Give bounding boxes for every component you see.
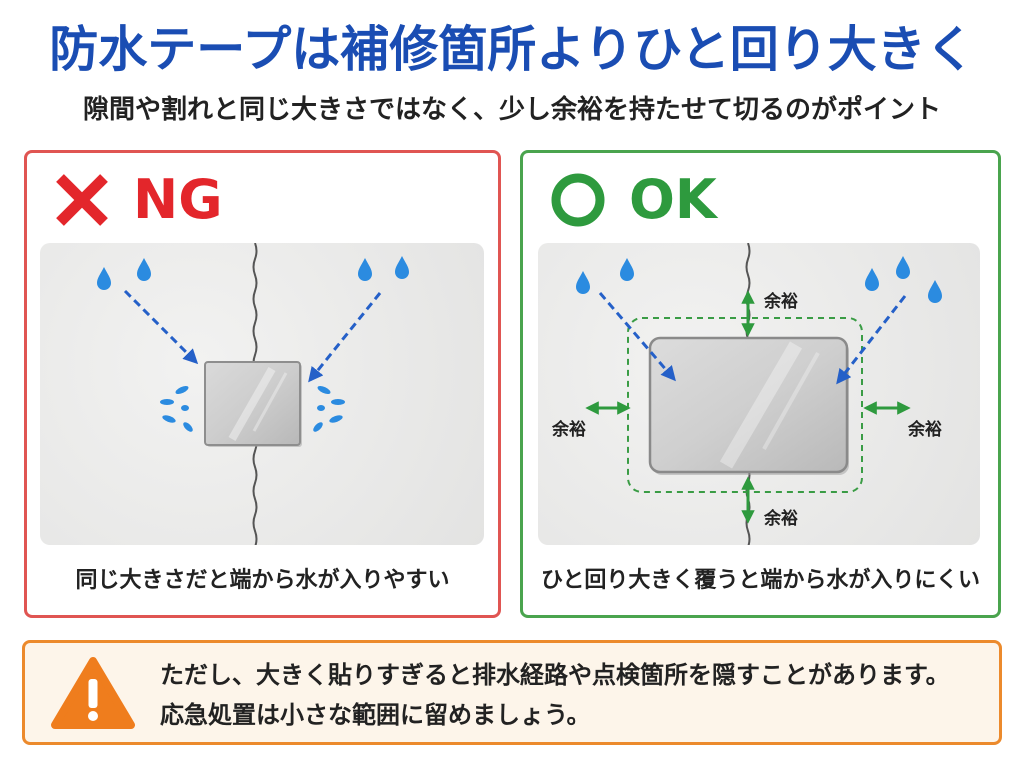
margin-label-bottom: 余裕: [763, 508, 798, 529]
water-drop: [576, 271, 590, 294]
margin-label-right: 余裕: [907, 419, 942, 440]
warning-text: ただし、大きく貼りすぎると排水経路や点検箇所を隠すことがあります。 応急処置は小…: [160, 655, 950, 735]
page-title: 防水テープは補修箇所よりひと回り大きく: [49, 21, 975, 78]
ok-panel: OK: [520, 150, 1001, 618]
margin-label-left: 余裕: [551, 419, 586, 440]
page-subtitle: 隙間や割れと同じ大きさではなく、少し余裕を持たせて切るのがポイント: [82, 95, 941, 125]
ng-panel: NG: [24, 150, 501, 618]
water-flow-arrow: [836, 295, 907, 385]
water-splash: [313, 385, 345, 432]
tape-patch: [648, 336, 849, 475]
water-drop: [896, 256, 910, 279]
ok-wall-illustration: 余裕 余裕 余裕 余裕: [538, 243, 980, 545]
water-drop: [928, 280, 942, 303]
ok-caption: ひと回り大きく覆うと端から水が入りにくい: [541, 568, 980, 593]
ng-wall-illustration: [40, 243, 484, 545]
water-drop: [865, 268, 879, 291]
circle-icon: [551, 173, 605, 227]
cross-icon: [56, 174, 108, 226]
ng-label: NG: [133, 168, 223, 231]
water-flow-arrow: [308, 292, 382, 383]
water-flow-arrow: [123, 289, 199, 365]
water-splash: [160, 385, 193, 432]
water-drop: [97, 267, 111, 290]
water-drop: [620, 258, 634, 281]
water-drop: [395, 256, 409, 279]
ok-label: OK: [629, 168, 717, 231]
ng-caption: 同じ大きさだと端から水が入りやすい: [75, 568, 450, 593]
warning-line: ただし、大きく貼りすぎると排水経路や点検箇所を隠すことがあります。: [160, 661, 950, 689]
warning-box: ただし、大きく貼りすぎると排水経路や点検箇所を隠すことがあります。 応急処置は小…: [22, 640, 1002, 745]
tape-patch: [204, 361, 302, 447]
water-drop: [137, 258, 151, 281]
warning-icon: [51, 657, 135, 729]
water-flow-arrow: [598, 292, 676, 382]
margin-label-top: 余裕: [763, 291, 798, 312]
warning-line: 応急処置は小さな範囲に留めましょう。: [160, 701, 591, 729]
water-drop: [358, 258, 372, 281]
